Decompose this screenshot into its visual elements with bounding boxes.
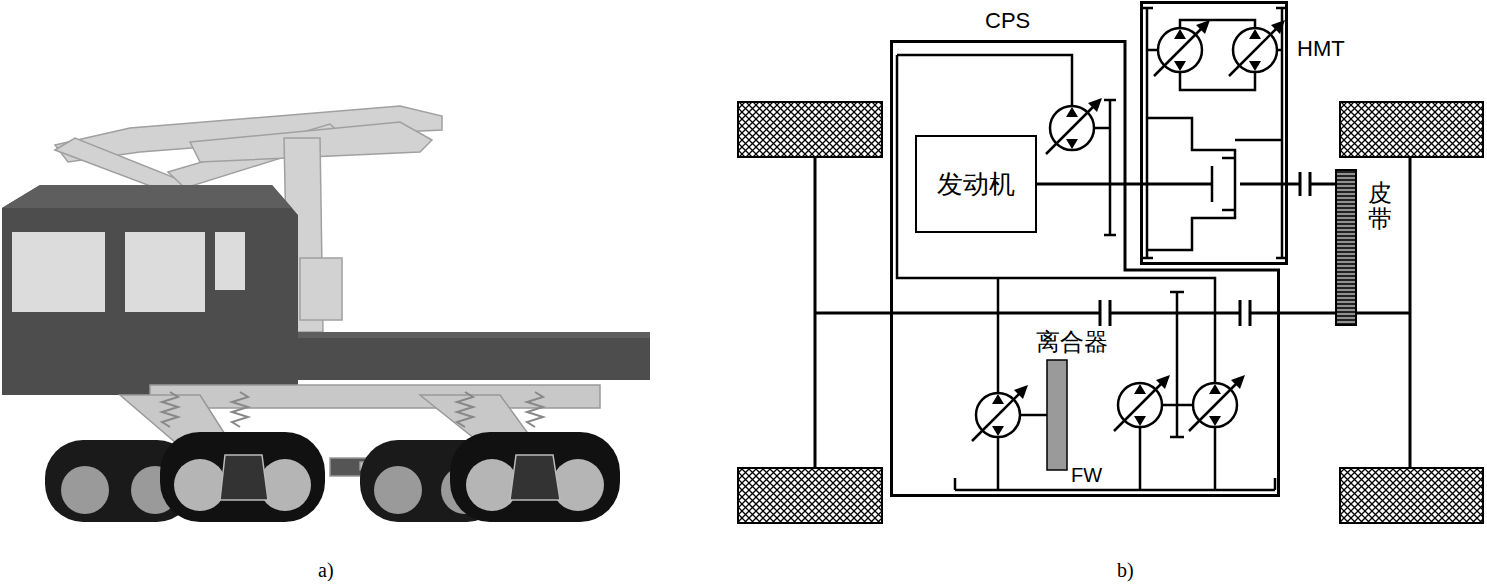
- cps-internals-part: [998, 427, 1215, 490]
- cab-body-part: [12, 232, 105, 312]
- engine-box: 发动机: [915, 135, 1037, 233]
- hmt-internals-part: [1147, 118, 1235, 250]
- track-units-part: [259, 459, 311, 511]
- track-units-part: [552, 459, 604, 511]
- box-label: 发动机: [937, 170, 1015, 199]
- cab-body-part: [2, 185, 292, 208]
- region-border: [892, 42, 1279, 496]
- shafts-part: [1140, 183, 1212, 186]
- pump-symbols-part: [1154, 20, 1210, 76]
- springs-part: [232, 392, 248, 427]
- subfigure-label-box: b): [1117, 560, 1134, 580]
- springs: [162, 392, 543, 427]
- flywheel-label: FW: [1071, 465, 1102, 485]
- track-units: [45, 432, 620, 522]
- hmt-internals-part: [1235, 139, 1282, 142]
- shafts-part: [815, 312, 1410, 315]
- flywheel-label-box: FW: [1071, 465, 1102, 485]
- cab-body-part: [2, 185, 298, 395]
- flatbed-part: [298, 332, 650, 338]
- flywheel-clutch: [1047, 360, 1067, 470]
- cps-internals: [897, 55, 1275, 490]
- cps-internals-part: [897, 55, 1215, 383]
- belt-pulley: [1336, 170, 1356, 325]
- cab-body: [2, 185, 298, 395]
- box-heading: CPS: [985, 9, 1030, 33]
- wheel-blocks-part: [1340, 468, 1483, 523]
- track-units-part: [61, 466, 109, 514]
- springs-part: [457, 392, 473, 427]
- flatbed-part: [298, 332, 650, 380]
- region-outline: [890, 40, 1280, 497]
- track-units-part: [174, 459, 226, 511]
- springs-part: [527, 392, 543, 427]
- crane-boom-part: [300, 258, 342, 320]
- hmt-internals-part: [1211, 166, 1214, 202]
- wheel-blocks-part: [1340, 102, 1483, 157]
- hmt-box: HMT: [1140, 1, 1288, 265]
- hmt-internals-part: [1180, 20, 1255, 28]
- pump-symbols-part: [1114, 375, 1170, 431]
- track-units-part: [466, 459, 518, 511]
- cps-internals-part: [1170, 292, 1184, 437]
- cps-internals-part: [1162, 404, 1193, 407]
- subfigure-label: a): [318, 560, 334, 580]
- clutch-label: 离合器: [1036, 330, 1108, 354]
- cps-internals-part: [1104, 100, 1116, 235]
- pump-symbols-part: [972, 385, 1028, 441]
- wheel-blocks-part: [738, 468, 882, 523]
- pump-symbols-part: [1189, 375, 1245, 431]
- clutch-label-box: 离合器: [1036, 330, 1108, 354]
- shafts-part: [1100, 300, 1250, 326]
- belt-label-box: 皮带: [1368, 180, 1392, 233]
- wheel-blocks-part: [738, 102, 882, 157]
- track-units-part: [160, 432, 325, 522]
- pump-symbols-part: [1229, 20, 1285, 76]
- cps-internals-part: [955, 478, 1275, 490]
- cps-region: CPS发动机: [890, 40, 1280, 497]
- track-units-part: [220, 455, 268, 500]
- vehicle-render: [2, 106, 650, 522]
- belt-label: 皮带: [1368, 180, 1392, 233]
- subfigure-label-box: a): [318, 560, 334, 580]
- track-units-part: [450, 432, 620, 522]
- track-units-part: [510, 455, 560, 500]
- hmt-internals: [1141, 8, 1288, 258]
- hmt-internals-part: [1180, 72, 1255, 90]
- cps-internals-part: [1094, 127, 1110, 130]
- cps-internals-part: [1020, 414, 1047, 417]
- cab-body-part: [215, 232, 245, 290]
- hmt-internals-part: [1222, 158, 1234, 210]
- springs-part: [162, 392, 178, 427]
- flatbed: [298, 332, 650, 380]
- cps-internals-part: [997, 278, 1000, 393]
- shafts-part: [1300, 172, 1310, 196]
- cps-internals-part: [897, 55, 1072, 106]
- shafts: [815, 157, 1410, 468]
- cab-body-part: [125, 232, 205, 312]
- shafts-part: [1240, 183, 1336, 186]
- subfigure-label: b): [1117, 560, 1134, 580]
- pump-symbols-part: [1046, 98, 1102, 154]
- track-units-part: [374, 466, 422, 514]
- box-heading: HMT: [1297, 37, 1345, 61]
